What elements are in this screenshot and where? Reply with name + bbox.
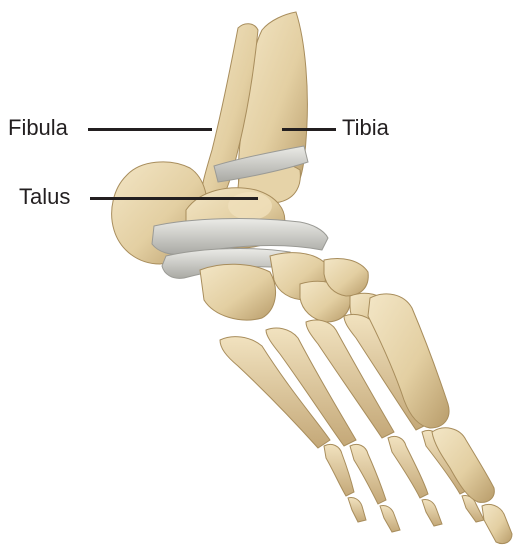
talus-label: Talus	[19, 186, 70, 208]
phalanx-bones	[324, 428, 512, 544]
fibula-leader-line	[88, 128, 212, 131]
talus-leader-line	[90, 197, 258, 200]
tibia-leader-line	[282, 128, 336, 131]
fibula-label: Fibula	[8, 117, 68, 139]
tibia-label: Tibia	[342, 117, 389, 139]
